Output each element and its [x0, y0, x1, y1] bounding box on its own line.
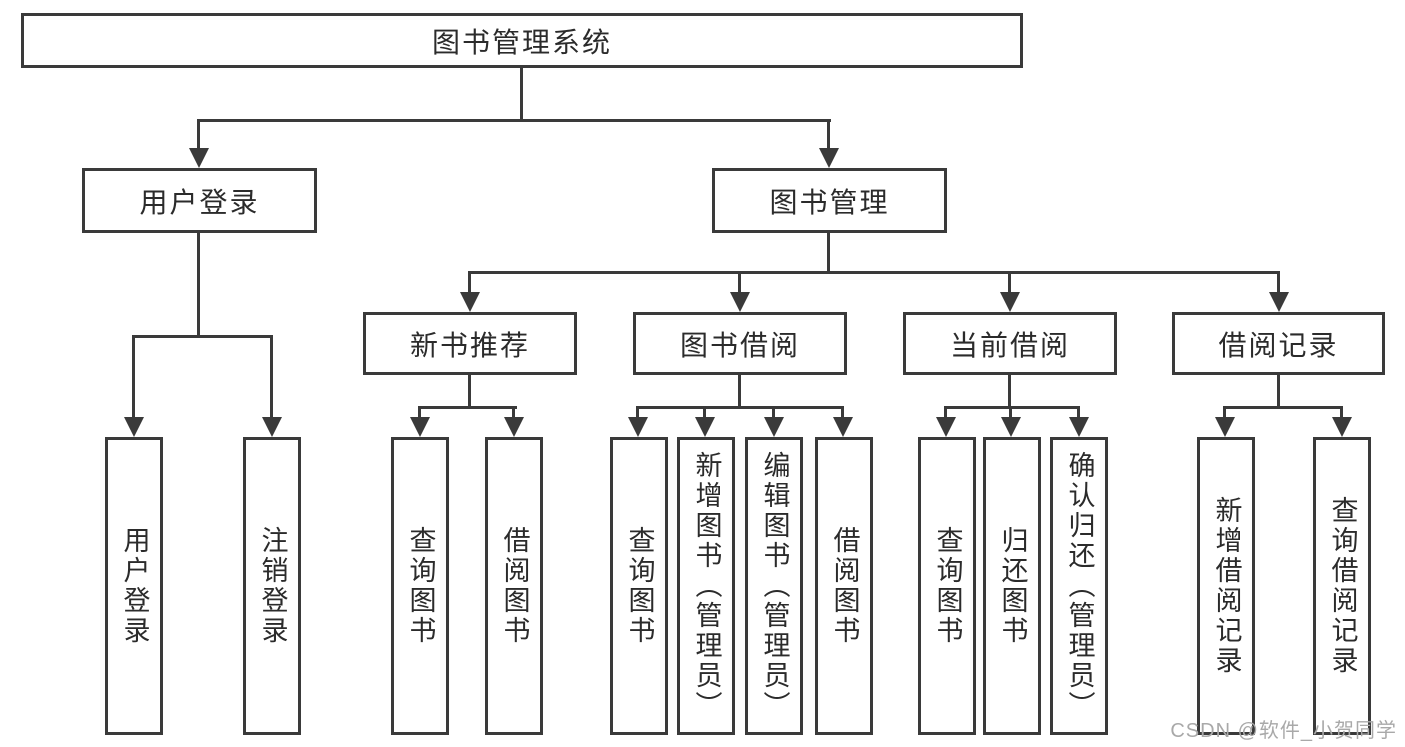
- leaf-confirm-return-admin: 确认归还（管理员）: [1050, 437, 1108, 735]
- leaf-borrowing-query-books: 查询图书: [610, 437, 668, 735]
- connector-line: [270, 335, 273, 419]
- leaf-recommend-query-books-label: 查询图书: [405, 526, 436, 646]
- connector-line: [636, 406, 639, 419]
- arrow-down-icon: [764, 417, 784, 437]
- leaf-current-query-books: 查询图书: [918, 437, 976, 735]
- connector-line: [520, 68, 523, 122]
- leaf-edit-books-admin: 编辑图书（管理员）: [745, 437, 803, 735]
- connector-line: [468, 271, 471, 294]
- node-current-borrowing: 当前借阅: [903, 312, 1117, 375]
- connector-line: [772, 406, 775, 419]
- arrow-down-icon: [1332, 417, 1352, 437]
- leaf-logout-label: 注销登录: [257, 526, 288, 646]
- connector-line: [827, 233, 830, 274]
- connector-line: [468, 271, 1280, 274]
- leaf-edit-books-admin-label: 编辑图书（管理员）: [759, 451, 790, 721]
- arrow-down-icon: [504, 417, 524, 437]
- connector-line: [738, 375, 741, 409]
- connector-line: [197, 233, 200, 338]
- arrow-down-icon: [1269, 292, 1289, 312]
- connector-line: [1008, 271, 1011, 294]
- arrow-down-icon: [695, 417, 715, 437]
- connector-line: [197, 119, 200, 150]
- node-book-management-label: 图书管理: [769, 186, 890, 218]
- leaf-add-borrow-record-label: 新增借阅记录: [1211, 496, 1242, 676]
- connector-line: [827, 119, 830, 150]
- connector-line: [132, 335, 135, 419]
- arrow-down-icon: [1001, 417, 1021, 437]
- arrow-down-icon: [833, 417, 853, 437]
- connector-line: [418, 406, 517, 409]
- arrow-down-icon: [1215, 417, 1235, 437]
- node-current-borrowing-label: 当前借阅: [949, 329, 1070, 361]
- leaf-borrowing-borrow-books-label: 借阅图书: [829, 526, 860, 646]
- leaf-recommend-borrow-books-label: 借阅图书: [499, 526, 530, 646]
- arrow-down-icon: [262, 417, 282, 437]
- connector-line: [1008, 375, 1011, 409]
- arrow-down-icon: [124, 417, 144, 437]
- arrow-down-icon: [628, 417, 648, 437]
- arrow-down-icon: [1069, 417, 1089, 437]
- leaf-borrowing-query-books-label: 查询图书: [624, 526, 655, 646]
- node-root: 图书管理系统: [21, 13, 1023, 68]
- connector-line: [197, 119, 831, 122]
- watermark: CSDN @软件_小贺同学: [1170, 720, 1397, 742]
- leaf-recommend-query-books: 查询图书: [391, 437, 449, 735]
- connector-line: [944, 406, 947, 419]
- connector-line: [1077, 406, 1080, 419]
- arrow-down-icon: [819, 148, 839, 168]
- node-new-book-recommend-label: 新书推荐: [409, 329, 530, 361]
- node-book-borrowing-label: 图书借阅: [679, 329, 800, 361]
- arrow-down-icon: [730, 292, 750, 312]
- leaf-current-query-books-label: 查询图书: [932, 526, 963, 646]
- leaf-user-login: 用户登录: [105, 437, 163, 735]
- connector-line: [512, 406, 515, 419]
- connector-line: [738, 271, 741, 294]
- leaf-recommend-borrow-books: 借阅图书: [485, 437, 543, 735]
- leaf-query-borrow-record: 查询借阅记录: [1313, 437, 1371, 735]
- connector-line: [1277, 375, 1280, 409]
- connector-line: [1277, 271, 1280, 294]
- node-user-login: 用户登录: [82, 168, 317, 233]
- connector-line: [1223, 406, 1343, 409]
- leaf-user-login-label: 用户登录: [119, 526, 150, 646]
- node-borrowing-records-label: 借阅记录: [1218, 329, 1339, 361]
- node-new-book-recommend: 新书推荐: [363, 312, 577, 375]
- connector-line: [1223, 406, 1226, 419]
- connector-line: [1009, 406, 1012, 419]
- leaf-add-books-admin: 新增图书（管理员）: [677, 437, 735, 735]
- leaf-logout: 注销登录: [243, 437, 301, 735]
- connector-line: [1340, 406, 1343, 419]
- node-book-management: 图书管理: [712, 168, 947, 233]
- connector-line: [636, 406, 844, 409]
- leaf-add-borrow-record: 新增借阅记录: [1197, 437, 1255, 735]
- node-root-label: 图书管理系统: [431, 26, 612, 58]
- arrow-down-icon: [936, 417, 956, 437]
- connector-line: [468, 375, 471, 409]
- node-borrowing-records: 借阅记录: [1172, 312, 1385, 375]
- connector-line: [132, 335, 273, 338]
- leaf-return-books: 归还图书: [983, 437, 1041, 735]
- leaf-query-borrow-record-label: 查询借阅记录: [1327, 496, 1358, 676]
- leaf-add-books-admin-label: 新增图书（管理员）: [691, 451, 722, 721]
- leaf-borrowing-borrow-books: 借阅图书: [815, 437, 873, 735]
- arrow-down-icon: [460, 292, 480, 312]
- connector-line: [944, 406, 1080, 409]
- connector-line: [841, 406, 844, 419]
- node-user-login-label: 用户登录: [139, 186, 260, 218]
- arrow-down-icon: [410, 417, 430, 437]
- arrow-down-icon: [1000, 292, 1020, 312]
- connector-line: [703, 406, 706, 419]
- connector-line: [418, 406, 421, 419]
- leaf-confirm-return-admin-label: 确认归还（管理员）: [1064, 451, 1095, 721]
- leaf-return-books-label: 归还图书: [997, 526, 1028, 646]
- arrow-down-icon: [189, 148, 209, 168]
- node-book-borrowing: 图书借阅: [633, 312, 847, 375]
